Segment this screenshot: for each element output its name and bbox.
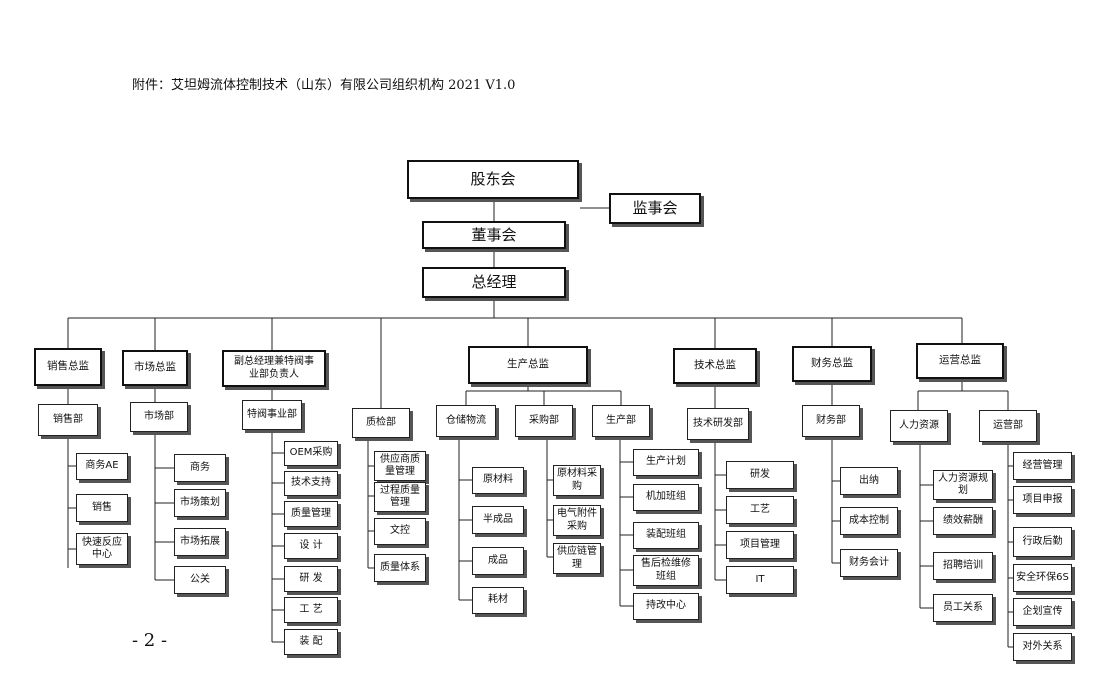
production-director-box: 生产总监 [468, 346, 588, 384]
unit-box: 财务会计 [840, 549, 898, 577]
finance-dept-box: 财务部 [802, 405, 860, 437]
unit-box: 文控 [374, 518, 426, 545]
unit-box: 售后检维修班组 [633, 555, 699, 586]
hr-dept-box: 人力资源 [890, 410, 948, 442]
special-valve-dept-box: 特阀事业部 [242, 400, 302, 430]
unit-box: 成本控制 [840, 507, 898, 535]
unit-box: 商务 [174, 454, 226, 482]
unit-box: 安全环保6S [1013, 564, 1072, 592]
operations-director-box: 运营总监 [916, 343, 1004, 379]
unit-box: 原材料 [472, 467, 524, 494]
sales-dept-box: 销售部 [38, 404, 98, 436]
gm-box: 总经理 [422, 267, 566, 298]
unit-box: 项目申报 [1013, 486, 1072, 514]
unit-box: 行政后勤 [1013, 527, 1072, 557]
unit-box: 生产计划 [633, 449, 699, 476]
unit-box: 半成品 [472, 506, 524, 534]
unit-box: 对外关系 [1013, 633, 1072, 661]
operations-dept-box: 运营部 [979, 410, 1037, 442]
unit-box: 商务AE [76, 453, 128, 480]
production-dept-box: 生产部 [592, 405, 650, 437]
board-box: 董事会 [422, 221, 566, 249]
unit-box: 工艺 [726, 496, 794, 524]
unit-box: 机加班组 [633, 484, 699, 511]
unit-box: 研 发 [284, 566, 338, 592]
unit-box: 成品 [472, 547, 524, 575]
unit-box: 公关 [174, 566, 226, 594]
unit-box: 质量体系 [374, 554, 426, 582]
unit-box: 设 计 [284, 533, 338, 559]
unit-box: 项目管理 [726, 531, 794, 559]
unit-box: 供应链管理 [553, 543, 601, 574]
finance-director-box: 财务总监 [792, 346, 872, 382]
unit-box: 出纳 [840, 467, 898, 495]
document-title: 附件：艾坦姆流体控制技术（山东）有限公司组织机构 2021 V1.0 [132, 78, 516, 93]
unit-box: 绩效薪酬 [933, 507, 993, 535]
unit-box: 销售 [76, 494, 128, 522]
unit-box: 经营管理 [1013, 452, 1072, 480]
unit-box: 持改中心 [633, 593, 699, 620]
unit-box: 耗材 [472, 587, 524, 614]
vp-director-box: 副总经理兼特阀事业部负责人 [222, 350, 326, 387]
shareholders-box: 股东会 [407, 160, 579, 199]
unit-box: 装 配 [284, 629, 338, 655]
rnd-dept-box: 技术研发部 [687, 408, 749, 440]
unit-box: 装配班组 [633, 522, 699, 549]
unit-box: 企划宣传 [1013, 598, 1072, 626]
supervisors-box: 监事会 [609, 193, 701, 224]
unit-box: 市场拓展 [174, 528, 226, 556]
marketing-dept-box: 市场部 [130, 402, 188, 432]
sales-director-box: 销售总监 [34, 348, 102, 386]
unit-box: 人力资源规划 [933, 470, 993, 500]
unit-box: 电气附件采购 [553, 505, 601, 536]
unit-box: 过程质量管理 [374, 482, 426, 512]
unit-box: 原材料采购 [553, 465, 601, 496]
unit-box: 快速反应中心 [76, 533, 128, 565]
warehouse-logistics-box: 仓储物流 [436, 405, 496, 437]
unit-box: 研发 [726, 461, 794, 489]
unit-box: 招聘培训 [933, 552, 993, 580]
purchasing-dept-box: 采购部 [515, 405, 573, 437]
marketing-director-box: 市场总监 [122, 350, 188, 386]
unit-box: 工 艺 [284, 597, 338, 623]
unit-box: IT [726, 566, 794, 594]
unit-box: 供应商质量管理 [374, 451, 426, 481]
unit-box: 市场策划 [174, 489, 226, 517]
quality-dept-box: 质检部 [352, 408, 410, 438]
unit-box: 技术支持 [284, 471, 338, 496]
unit-box: 员工关系 [933, 594, 993, 622]
tech-director-box: 技术总监 [673, 348, 757, 384]
unit-box: 质量管理 [284, 501, 338, 527]
page-number: - 2 - [132, 630, 168, 651]
unit-box: OEM采购 [284, 441, 338, 466]
